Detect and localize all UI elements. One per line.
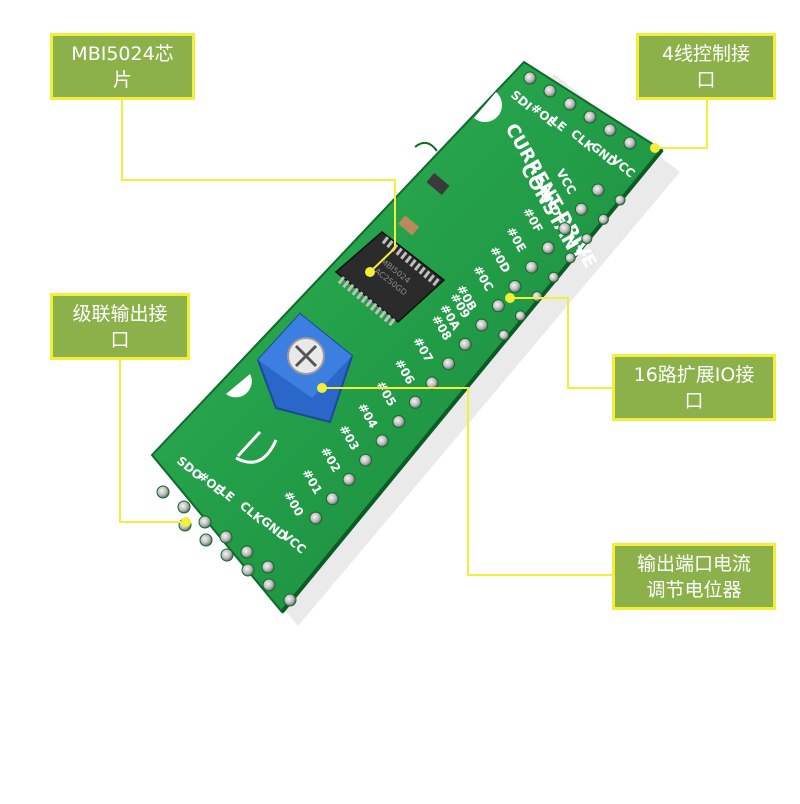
- header-pad: [543, 84, 557, 98]
- callout-current-potentiometer: 输出端口电流 调节电位器: [612, 543, 776, 610]
- io-pad: [475, 318, 489, 332]
- io-pad: [525, 260, 539, 274]
- io-pad: [408, 395, 422, 409]
- chip-pin: [365, 299, 373, 308]
- io-pad: [548, 271, 560, 283]
- chip-pin: [432, 278, 440, 287]
- chip-pin: [360, 295, 369, 304]
- header-pad: [283, 593, 297, 607]
- callout-leaders: [119, 100, 708, 576]
- chip-pin: [342, 280, 350, 289]
- header-pad: [261, 560, 275, 574]
- header-pad: [198, 515, 212, 529]
- io-pad: [581, 233, 593, 245]
- io-pad: [442, 357, 456, 371]
- callout-cascade-output: 级联输出接 口: [50, 293, 190, 360]
- io-pad: [541, 241, 555, 255]
- io-pad: [558, 222, 572, 236]
- chip-pin: [409, 259, 417, 268]
- io-pad: [591, 183, 605, 197]
- io-pad: [392, 415, 406, 429]
- chip-pin: [427, 274, 436, 283]
- chip-pin: [400, 251, 408, 260]
- io-pad: [375, 434, 389, 448]
- header-pad: [523, 71, 537, 85]
- io-pad: [508, 280, 522, 293]
- header-pad: [177, 500, 191, 514]
- io-pad: [614, 194, 626, 206]
- chip-pin: [374, 306, 382, 315]
- header-pad: [623, 136, 637, 150]
- chip-pin: [413, 262, 422, 271]
- callout-dots: [181, 143, 660, 527]
- io-pad: [564, 252, 576, 264]
- header-pad: [563, 97, 577, 111]
- callout-chip: MBI5024芯 片: [50, 33, 195, 100]
- io-pad: [458, 337, 472, 351]
- chip-pin: [346, 283, 355, 292]
- chip-pin: [388, 318, 396, 327]
- header-pad: [219, 530, 233, 544]
- top-header-pads: [523, 71, 637, 150]
- chip-pin: [379, 310, 387, 319]
- io-pad: [491, 299, 505, 313]
- io-pad: [342, 473, 356, 486]
- silk-symbol: [235, 430, 278, 464]
- io-pad: [309, 511, 323, 525]
- chip-pin: [404, 255, 413, 264]
- chip-pin: [423, 270, 431, 279]
- header-pad: [262, 578, 276, 592]
- header-pad: [199, 533, 213, 547]
- chip-pin: [337, 276, 346, 285]
- header-pad: [240, 545, 254, 559]
- pcb-board: [150, 60, 664, 614]
- chip-pin: [351, 287, 359, 296]
- io-pad: [498, 329, 510, 341]
- io-pad: [574, 202, 588, 216]
- header-pad: [156, 485, 170, 499]
- chip-pin: [383, 314, 392, 323]
- chip-pin: [369, 302, 378, 311]
- chip-pin: [418, 266, 426, 275]
- board-notch: [474, 92, 503, 123]
- chip-pin: [395, 247, 403, 256]
- callout-four-wire-interface: 4线控制接 口: [636, 33, 776, 100]
- header-pad: [241, 563, 255, 577]
- callout-16-io-interface: 16路扩展IO接 口: [612, 354, 776, 421]
- potentiometer: [256, 312, 354, 424]
- chip-pin: [356, 291, 364, 300]
- bottom-header-pads: [156, 485, 297, 607]
- header-pad: [583, 110, 597, 124]
- io-pad: [597, 213, 609, 225]
- header-pad: [603, 123, 617, 137]
- io-pad: [531, 291, 543, 302]
- io-pad: [514, 310, 526, 322]
- io-column-pads: [309, 183, 626, 525]
- board-notch: [226, 374, 252, 398]
- header-pad: [220, 548, 234, 562]
- chip-pin: [381, 236, 390, 245]
- chip-pin: [386, 240, 394, 249]
- io-pad: [325, 492, 339, 506]
- mbi5024-chip: MBI5024 AC250GD: [334, 231, 446, 327]
- io-pad: [359, 453, 373, 467]
- smd-components: [378, 172, 450, 263]
